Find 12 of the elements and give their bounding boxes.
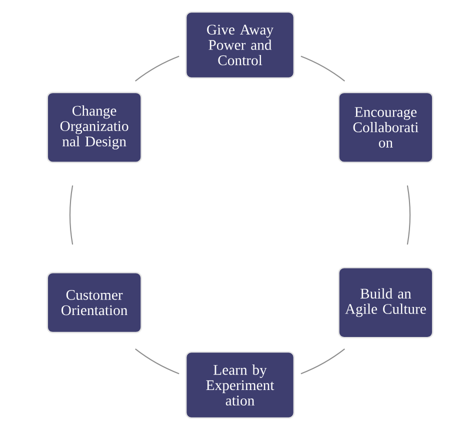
process-box: Build an Agile Culture bbox=[338, 266, 434, 338]
process-box: Encourage Collaborati on bbox=[338, 92, 434, 164]
connector-arc bbox=[135, 56, 180, 82]
connector-arc bbox=[300, 348, 345, 374]
connector-arc bbox=[300, 56, 345, 82]
connector-arc bbox=[406, 185, 411, 245]
connector-arc bbox=[135, 348, 180, 374]
process-box: Learn by Experiment ation bbox=[185, 351, 295, 419]
connector-arc bbox=[69, 185, 74, 245]
process-box: Change Organizatio nal Design bbox=[46, 92, 142, 164]
process-box: Customer Orientation bbox=[46, 272, 142, 334]
process-box: Give Away Power and Control bbox=[185, 11, 295, 79]
